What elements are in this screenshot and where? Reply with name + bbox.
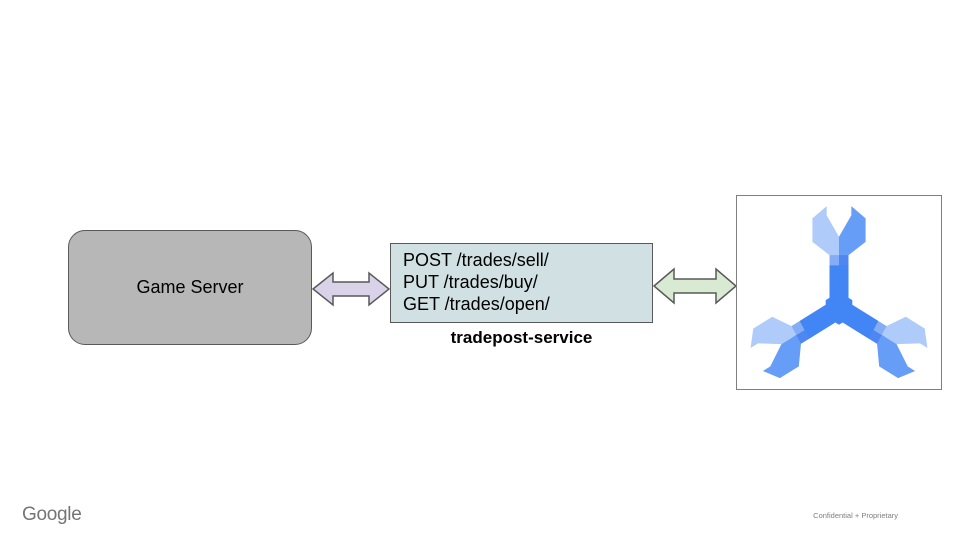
game-server-box: Game Server [68,230,312,345]
spanner-center-hub [799,264,879,339]
left-double-arrow-icon [312,271,390,307]
double-arrow-shape [312,271,390,307]
endpoint-line-post: POST /trades/sell/ [403,250,549,270]
endpoint-line-put: PUT /trades/buy/ [403,272,538,292]
cloud-spanner-icon [744,205,934,383]
confidential-label: Confidential + Proprietary [813,511,898,520]
google-logo: Google [22,504,82,525]
endpoint-line-get: GET /trades/open/ [403,294,550,314]
service-endpoints-box: POST /trades/sell/ PUT /trades/buy/ GET … [390,243,653,323]
spanner-logo-panel [736,195,942,390]
service-name-label: tradepost-service [450,328,593,347]
right-double-arrow-icon [653,267,737,305]
game-server-label: Game Server [136,277,244,297]
double-arrow-shape [653,267,737,305]
